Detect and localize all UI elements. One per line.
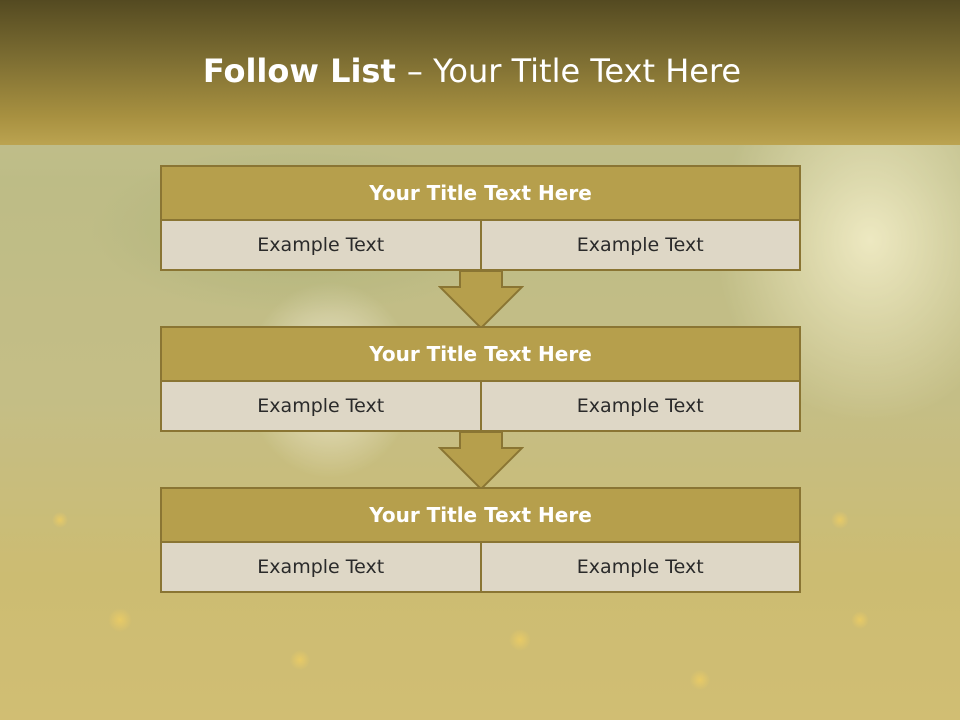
block-cell-right: Example Text [481, 382, 801, 432]
down-arrow-icon [438, 431, 524, 491]
title-bar [0, 0, 960, 145]
block-cell-right: Example Text [481, 221, 801, 271]
block-title: Your Title Text Here [160, 326, 801, 382]
block-title: Your Title Text Here [160, 487, 801, 543]
slide-title-bold: Follow List [202, 52, 407, 90]
slide-title-rest: – Your Title Text Here [406, 52, 742, 90]
block-cell-right: Example Text [481, 543, 801, 593]
block-cell-left: Example Text [160, 382, 482, 432]
list-block-1: Your Title Text Here Example Text Exampl… [160, 165, 801, 271]
list-block-3: Your Title Text Here Example Text Exampl… [160, 487, 801, 593]
block-cell-left: Example Text [160, 221, 482, 271]
block-title: Your Title Text Here [160, 165, 801, 221]
block-cell-left: Example Text [160, 543, 482, 593]
list-block-2: Your Title Text Here Example Text Exampl… [160, 326, 801, 432]
down-arrow-icon [438, 270, 524, 330]
slide-title: Follow List – Your Title Text Here [0, 52, 944, 90]
